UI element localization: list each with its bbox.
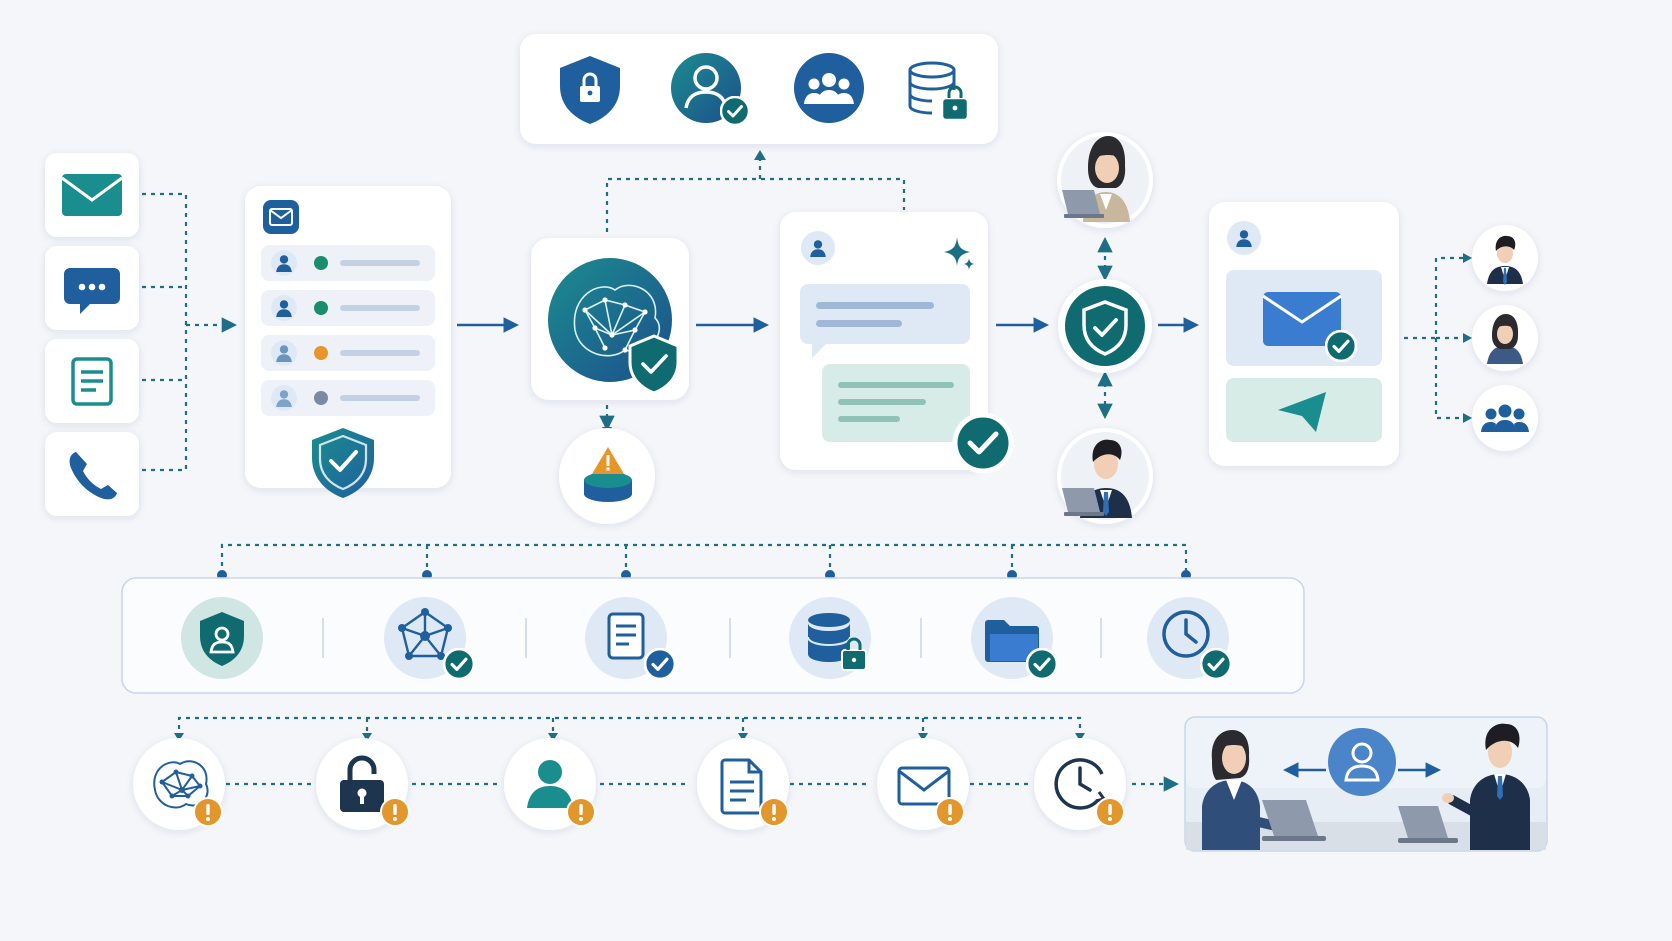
- queue-row[interactable]: [261, 380, 435, 416]
- controls-bar: [121, 577, 1305, 694]
- risk-store-node[interactable]: [559, 428, 655, 524]
- queue-shield-check-icon: [312, 428, 374, 498]
- chat-channel[interactable]: [45, 246, 139, 330]
- approved-reply-bubble[interactable]: [822, 364, 970, 442]
- verified-user-icon[interactable]: [671, 53, 750, 126]
- lock-shield-icon[interactable]: [560, 56, 620, 124]
- document-alert-icon[interactable]: [697, 738, 789, 830]
- recipient-woman[interactable]: [1472, 305, 1538, 371]
- envelope-check-icon[interactable]: [1226, 270, 1382, 366]
- channel-merge-connector: [142, 192, 188, 472]
- chat-bubble-icon: [64, 268, 120, 314]
- engine-shield-badge-icon: [628, 334, 680, 395]
- queue-header-envelope-icon: [263, 200, 299, 234]
- approval-node[interactable]: [1058, 279, 1152, 373]
- document-check-icon[interactable]: [585, 597, 676, 680]
- folder-check-icon[interactable]: [971, 597, 1058, 680]
- meeting-laptop-right: [1398, 806, 1458, 843]
- delivery-user-icon: [1227, 221, 1261, 255]
- shield-user-icon[interactable]: [181, 597, 263, 679]
- reviewer-woman-laptop[interactable]: [1057, 132, 1153, 228]
- queue-row[interactable]: [261, 245, 435, 281]
- meeting-laptop-left: [1262, 800, 1326, 841]
- approval-shield-check-icon: [1082, 300, 1128, 356]
- draft-response-card: [780, 212, 1014, 474]
- meeting-scene: [1184, 716, 1548, 852]
- phone-channel[interactable]: [45, 432, 139, 516]
- sparkle-icon: [944, 237, 974, 270]
- phone-icon: [69, 452, 117, 500]
- delivery-to-recipients-connector: [1404, 256, 1466, 420]
- connectors: [142, 156, 1466, 792]
- envelope-icon: [61, 174, 123, 216]
- document-channel[interactable]: [45, 339, 139, 423]
- clock-check-icon[interactable]: [1147, 597, 1232, 680]
- recipient-man[interactable]: [1472, 225, 1538, 291]
- draft-message-bubble[interactable]: [800, 284, 970, 358]
- send-icon[interactable]: [1226, 378, 1382, 442]
- alerts-top-connector: [177, 716, 1082, 738]
- envelope-alert-icon[interactable]: [877, 738, 969, 830]
- inbox-queue-card: [245, 186, 451, 498]
- document-icon: [71, 357, 113, 406]
- email-channel[interactable]: [45, 153, 139, 237]
- meeting-user-icon: [1328, 728, 1396, 796]
- recipient-group[interactable]: [1472, 385, 1538, 451]
- draft-check-icon: [952, 412, 1014, 474]
- security-panel: [520, 34, 998, 144]
- meeting-woman: [1202, 730, 1281, 850]
- database-warning-icon: [584, 447, 632, 502]
- queue-row[interactable]: [261, 335, 435, 371]
- input-channels: [45, 153, 139, 516]
- clock-alert-icon[interactable]: [1034, 738, 1126, 830]
- database-lock-icon[interactable]: [908, 61, 970, 122]
- reviewer-man-laptop[interactable]: [1057, 428, 1153, 524]
- queue-row[interactable]: [261, 290, 435, 326]
- database-lock-icon[interactable]: [789, 597, 871, 679]
- meeting-man: [1442, 723, 1530, 850]
- delivery-card: [1209, 202, 1399, 466]
- alerts-row: [133, 738, 1126, 830]
- draft-user-icon: [801, 231, 835, 265]
- brain-alert-icon[interactable]: [133, 738, 225, 830]
- unlock-alert-icon[interactable]: [316, 738, 410, 830]
- group-icon[interactable]: [794, 53, 864, 123]
- user-alert-icon[interactable]: [504, 738, 596, 830]
- ai-engine-card: [531, 238, 689, 400]
- controls-top-connector: [220, 543, 1188, 575]
- network-check-icon[interactable]: [384, 597, 475, 680]
